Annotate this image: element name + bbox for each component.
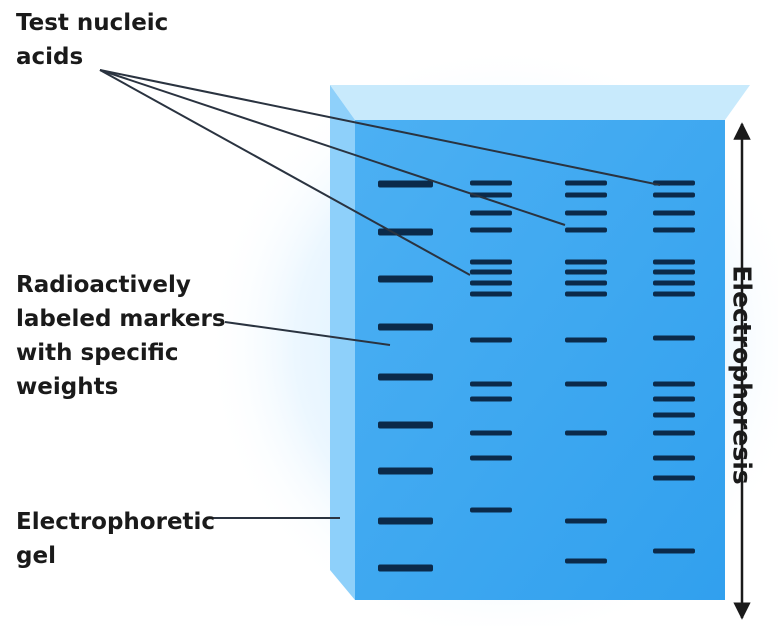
gel-band <box>470 181 512 186</box>
gel-band <box>653 413 695 418</box>
axis-label-text: Electrophoresis <box>728 265 757 484</box>
label-line: labeled markers <box>16 302 226 336</box>
gel-band <box>565 292 607 297</box>
gel-front-face <box>355 120 725 600</box>
gel-band <box>653 431 695 436</box>
gel-band <box>653 260 695 265</box>
gel-band <box>653 476 695 481</box>
gel-band <box>470 456 512 461</box>
gel-band <box>653 336 695 341</box>
gel-band <box>653 193 695 198</box>
label-radioactive-markers: Radioactively labeled markers with speci… <box>16 268 226 404</box>
gel-band <box>565 338 607 343</box>
gel-band <box>565 281 607 286</box>
gel-band <box>470 338 512 343</box>
gel-band <box>378 181 433 188</box>
gel-band <box>565 193 607 198</box>
gel-band <box>653 228 695 233</box>
label-test-nucleic-acids: Test nucleic acids <box>16 6 168 74</box>
gel-band <box>565 519 607 524</box>
gel-band <box>378 518 433 525</box>
gel-band <box>565 382 607 387</box>
gel-band <box>653 292 695 297</box>
gel-band <box>653 211 695 216</box>
gel-band <box>470 382 512 387</box>
gel-top-face <box>330 85 750 120</box>
gel-band <box>565 211 607 216</box>
label-line: Radioactively <box>16 268 226 302</box>
gel-band <box>653 397 695 402</box>
label-line: acids <box>16 40 168 74</box>
gel-band <box>470 508 512 513</box>
label-line: Test nucleic <box>16 6 168 40</box>
gel-left-face <box>330 85 355 600</box>
gel-band <box>470 281 512 286</box>
gel-band <box>653 549 695 554</box>
gel-band <box>378 468 433 475</box>
label-line: Electrophoretic <box>16 505 215 539</box>
gel-band <box>653 456 695 461</box>
gel-band <box>378 374 433 381</box>
gel-band <box>565 270 607 275</box>
gel-band <box>378 565 433 572</box>
label-line: with specific <box>16 336 226 370</box>
gel-band <box>653 281 695 286</box>
gel-band <box>378 324 433 331</box>
gel-band <box>565 181 607 186</box>
gel-band <box>653 270 695 275</box>
gel-band <box>470 397 512 402</box>
gel-band <box>565 431 607 436</box>
gel-band <box>470 211 512 216</box>
label-line: gel <box>16 539 215 573</box>
label-electrophoretic-gel: Electrophoretic gel <box>16 505 215 573</box>
gel-band <box>378 422 433 429</box>
gel-band <box>470 292 512 297</box>
label-line: weights <box>16 370 226 404</box>
gel-band <box>470 260 512 265</box>
gel-band <box>470 431 512 436</box>
gel-band <box>565 260 607 265</box>
gel-band <box>565 559 607 564</box>
gel-band <box>378 276 433 283</box>
gel-band <box>565 228 607 233</box>
gel-band <box>653 382 695 387</box>
gel-band <box>470 270 512 275</box>
gel-band <box>470 228 512 233</box>
